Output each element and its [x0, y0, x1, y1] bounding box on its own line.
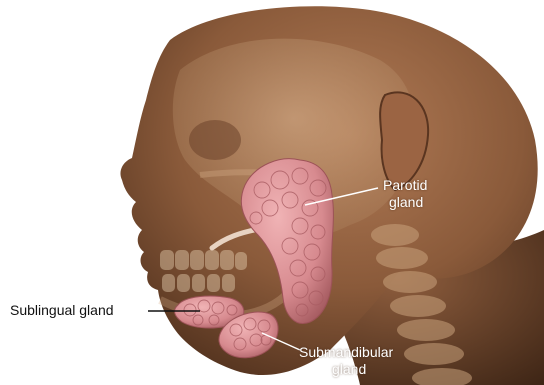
parotid-label-line1: Parotid: [383, 177, 427, 194]
sublingual-label-text: Sublingual gland: [10, 302, 114, 319]
submandibular-label-line2: gland: [299, 361, 393, 378]
parotid-label: Parotid gland: [383, 177, 427, 211]
eye-orbit: [189, 120, 241, 160]
sublingual-label: Sublingual gland: [10, 302, 114, 319]
submandibular-label-line1: Submandibular: [299, 344, 393, 361]
submandibular-label: Submandibular gland: [299, 344, 393, 378]
parotid-label-line2: gland: [383, 194, 427, 211]
